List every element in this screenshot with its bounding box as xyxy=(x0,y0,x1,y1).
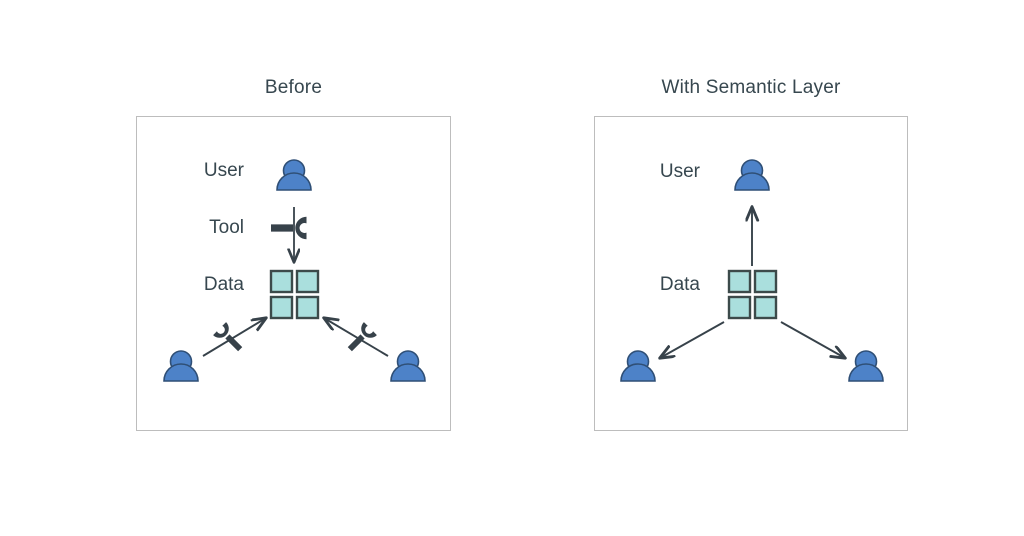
label-user-before: User xyxy=(203,160,244,181)
label-data-with-semantic-layer: Data xyxy=(659,274,700,295)
label-user-with-semantic-layer: User xyxy=(659,161,700,182)
panel-title-before: Before xyxy=(264,77,323,98)
label-data-before: Data xyxy=(203,274,244,295)
label-tool-before: Tool xyxy=(209,217,244,238)
panel-title-with-semantic-layer: With Semantic Layer xyxy=(661,77,841,98)
